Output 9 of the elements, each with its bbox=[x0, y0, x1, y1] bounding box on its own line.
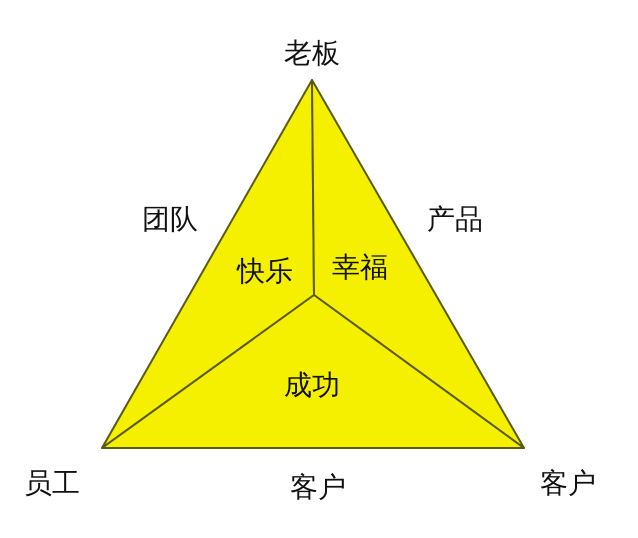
region-label: 成功 bbox=[284, 370, 340, 402]
region-label: 幸福 bbox=[332, 252, 388, 284]
vertex-label: 老板 bbox=[284, 38, 340, 70]
side-label: 团队 bbox=[142, 204, 198, 236]
side-label: 客户 bbox=[290, 472, 346, 504]
region-label: 快乐 bbox=[237, 256, 293, 288]
side-label: 产品 bbox=[427, 204, 483, 236]
vertex-label: 客户 bbox=[540, 468, 596, 500]
vertex-label: 员工 bbox=[24, 468, 80, 500]
